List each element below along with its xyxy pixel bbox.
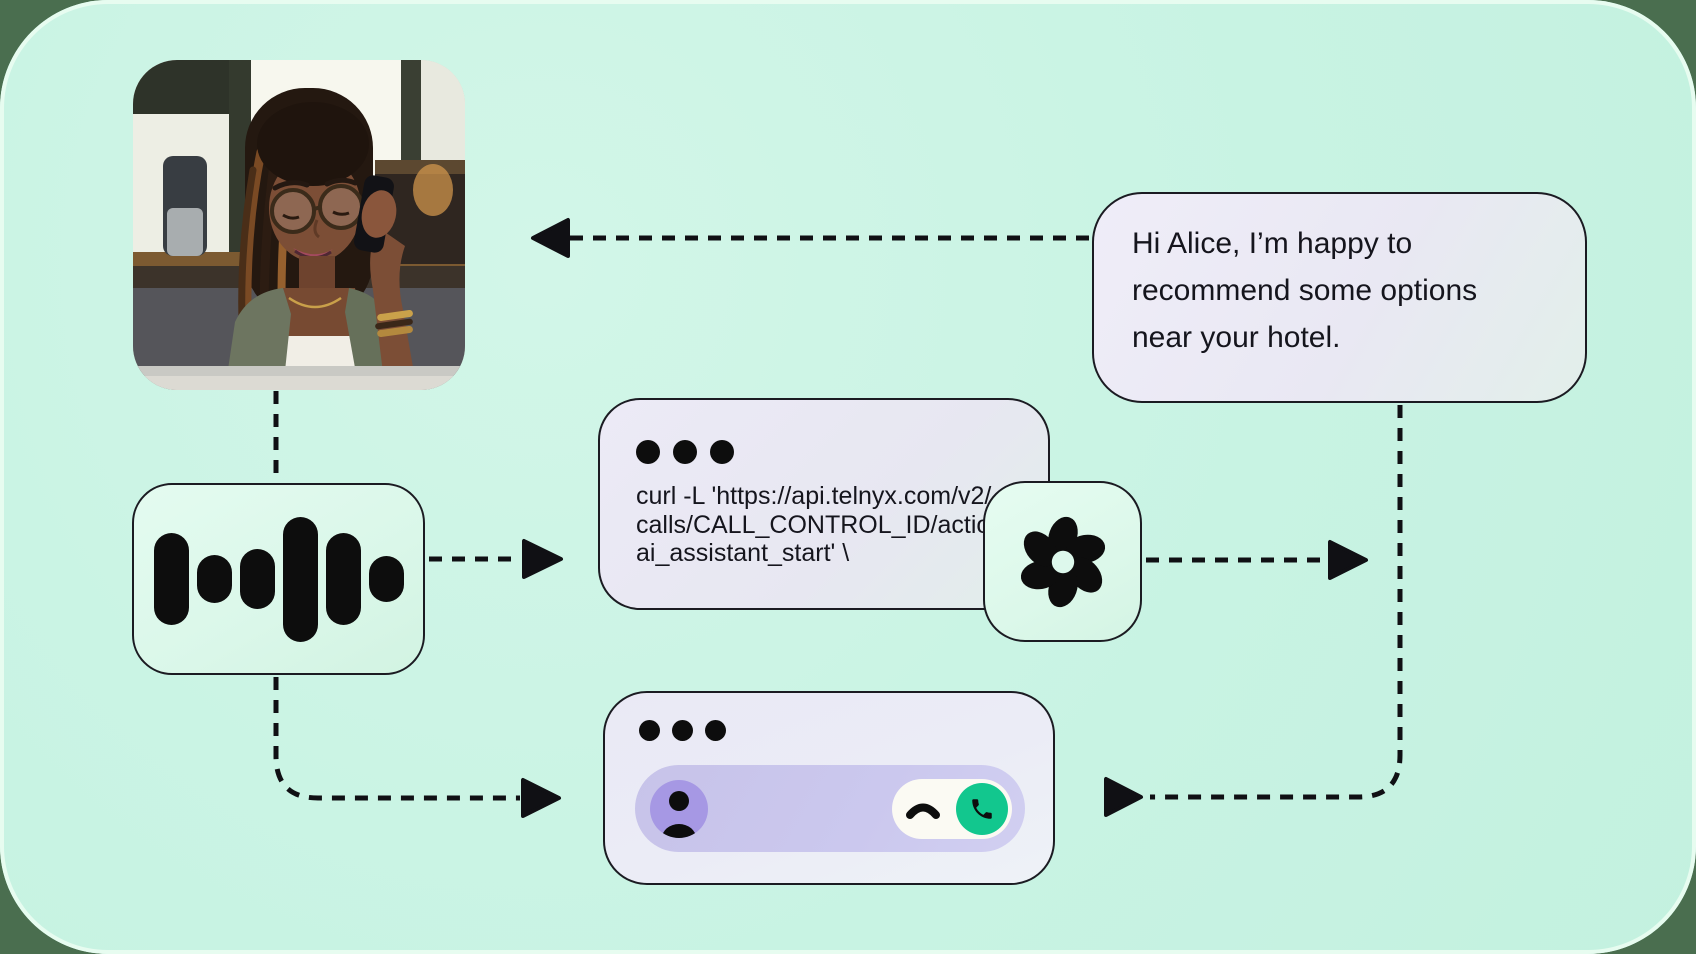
call-actions-pill bbox=[892, 779, 1012, 839]
call-window-dots-icon bbox=[639, 720, 1053, 741]
window-dot-icon bbox=[673, 440, 697, 464]
arrow-line-waveform-to-call bbox=[273, 677, 520, 801]
photo-woman-on-phone-illustration bbox=[133, 60, 465, 390]
arrowhead-right-icon bbox=[522, 539, 563, 579]
window-dot-icon bbox=[710, 440, 734, 464]
chat-bubble-line: Hi Alice, I’m happy to bbox=[1132, 227, 1413, 260]
waveform-bar bbox=[325, 533, 361, 625]
code-block: curl -L 'https://api.telnyx.com/v2/ call… bbox=[636, 482, 1048, 568]
window-dot-icon bbox=[705, 720, 726, 741]
code-line: curl -L 'https://api.telnyx.com/v2/ bbox=[636, 482, 992, 510]
chat-bubble-line: near your hotel. bbox=[1132, 321, 1341, 354]
waveform-bar bbox=[196, 555, 232, 603]
avatar bbox=[650, 779, 708, 838]
call-bar bbox=[635, 765, 1025, 852]
hangup-icon[interactable] bbox=[906, 798, 940, 820]
waveform-bar bbox=[239, 549, 275, 609]
chat-bubble: Hi Alice, I’m happy to recommend some op… bbox=[1092, 192, 1587, 403]
code-window-dots-icon bbox=[636, 440, 1048, 464]
answer-call-button[interactable] bbox=[956, 783, 1008, 835]
flower-icon bbox=[1020, 516, 1105, 607]
arrow-line-bubble-to-call bbox=[1150, 405, 1403, 800]
incoming-call-card bbox=[603, 691, 1055, 885]
window-dot-icon bbox=[672, 720, 693, 741]
person-avatar-icon bbox=[662, 790, 696, 838]
code-line: calls/CALL_CONTROL_ID/actions/ bbox=[636, 510, 1024, 539]
arrowhead-left-icon bbox=[531, 218, 570, 258]
chat-bubble-line: recommend some options bbox=[1132, 274, 1478, 307]
caller-photo bbox=[133, 60, 465, 390]
assistant-card bbox=[983, 481, 1142, 642]
arrowhead-right-icon bbox=[521, 778, 561, 818]
code-line: ai_assistant_start' \ bbox=[636, 539, 850, 567]
waveform-bar bbox=[153, 533, 189, 625]
audio-waveform-icon bbox=[153, 485, 404, 673]
arrowhead-right-icon bbox=[1104, 777, 1143, 817]
phone-icon bbox=[972, 799, 992, 819]
window-dot-icon bbox=[636, 440, 660, 464]
waveform-bar bbox=[282, 516, 318, 642]
window-dot-icon bbox=[639, 720, 660, 741]
code-snippet-card: curl -L 'https://api.telnyx.com/v2/ call… bbox=[598, 398, 1050, 610]
waveform-bar bbox=[368, 556, 404, 602]
waveform-card bbox=[132, 483, 425, 675]
arrowhead-right-icon bbox=[1328, 540, 1368, 580]
